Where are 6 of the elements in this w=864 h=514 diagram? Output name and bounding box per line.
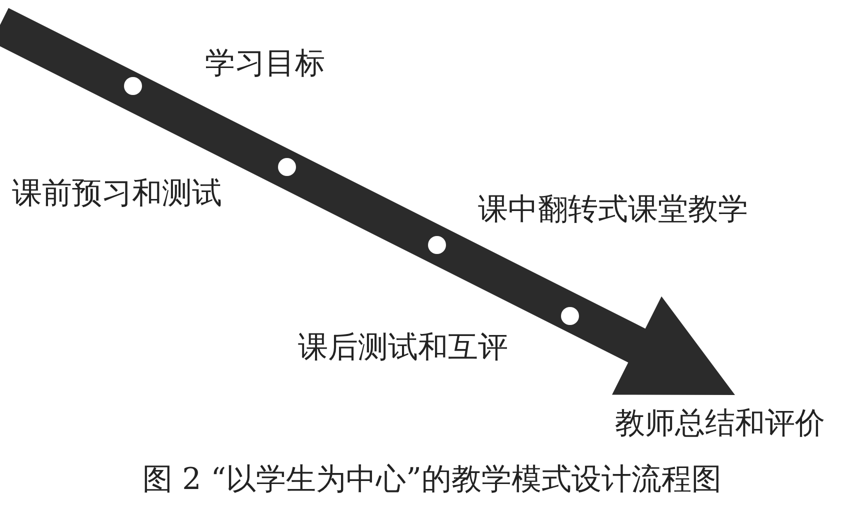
step-label: 教师总结和评价 [615,406,825,442]
step-label: 课前预习和测试 [12,176,222,212]
figure-caption: 图 2 “以学生为中心”的教学模式设计流程图 [142,462,722,497]
step-label: 课后测试和互评 [298,330,508,366]
step-label: 学习目标 [205,46,325,82]
step-label: 课中翻转式课堂教学 [478,192,748,228]
